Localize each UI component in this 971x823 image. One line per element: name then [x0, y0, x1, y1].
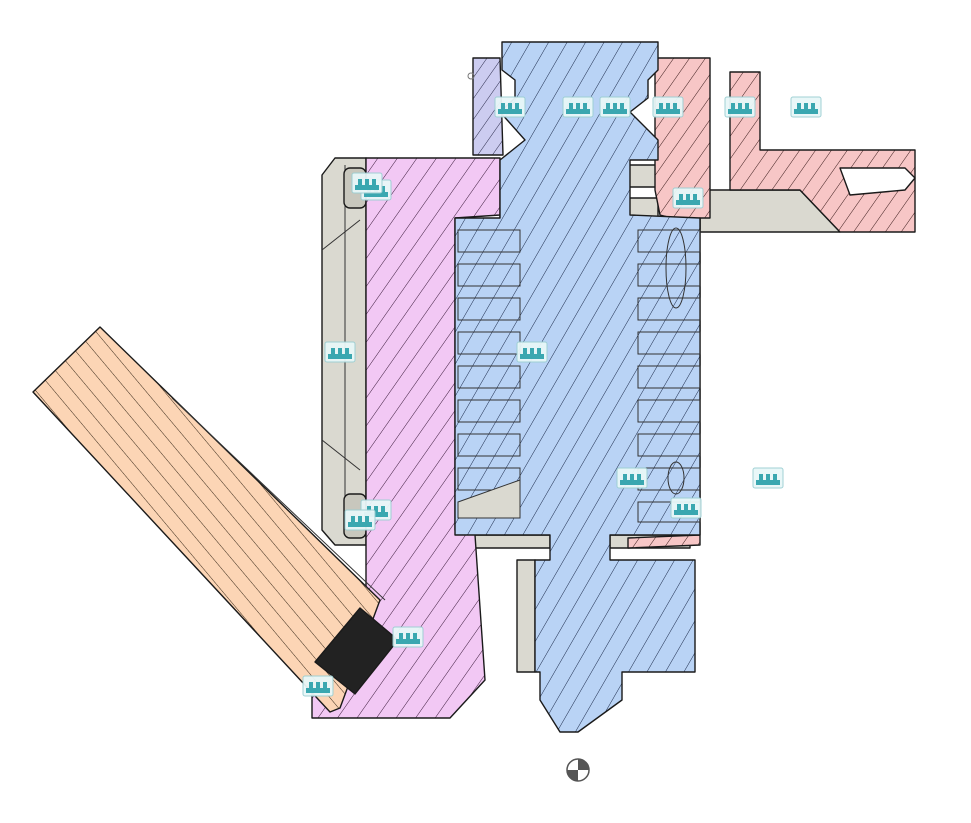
flush-constraint-icon[interactable]	[516, 341, 548, 363]
nozzle-heatsink[interactable]	[454, 41, 701, 733]
flush-constraint-icon[interactable]	[790, 96, 822, 118]
flush-constraint-icon[interactable]	[324, 341, 356, 363]
point-icon	[467, 72, 475, 80]
flush-constraint-icon[interactable]	[562, 96, 594, 118]
flush-constraint-icon[interactable]	[392, 626, 424, 648]
constraint-icons[interactable]	[302, 96, 822, 697]
flush-constraint-icon[interactable]	[302, 675, 334, 697]
flush-constraint-icon[interactable]	[652, 96, 684, 118]
flush-constraint-icon[interactable]	[599, 96, 631, 118]
flush-constraint-icon[interactable]	[616, 467, 648, 489]
flush-constraint-icon[interactable]	[670, 497, 702, 519]
flush-constraint-icon[interactable]	[344, 509, 376, 531]
flush-constraint-icon[interactable]	[494, 96, 526, 118]
flush-constraint-icon[interactable]	[351, 172, 383, 194]
flush-constraint-icon[interactable]	[672, 187, 704, 209]
fan-duct-bracket[interactable]	[627, 57, 916, 549]
origin-marker-icon[interactable]	[566, 758, 590, 782]
flush-constraint-icon[interactable]	[752, 467, 784, 489]
flush-constraint-icon[interactable]	[724, 96, 756, 118]
clip[interactable]	[472, 57, 504, 156]
